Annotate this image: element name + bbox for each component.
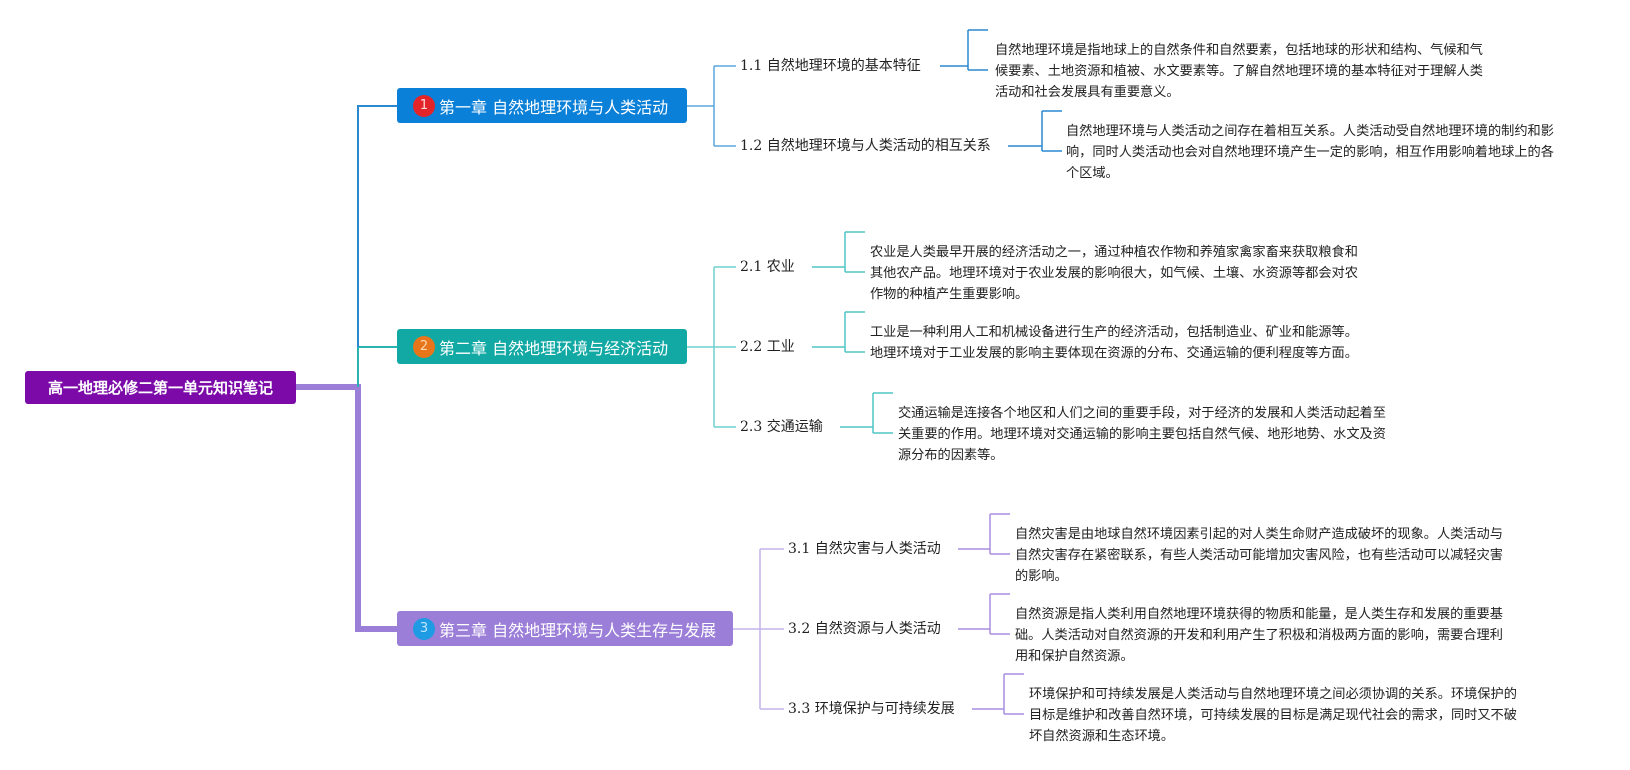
chapter-2-node[interactable]: 2 第二章 自然地理环境与经济活动 (397, 329, 687, 364)
chapter-3-title: 第三章 自然地理环境与人类生存与发展 (439, 620, 717, 640)
connector-root-ch3 (296, 384, 397, 632)
topic-1-1-description: 自然地理环境是指地球上的自然条件和自然要素，包括地球的形状和结构、气候和气候要素… (995, 43, 1483, 100)
chapter-1-title: 第一章 自然地理环境与人类活动 (439, 97, 669, 117)
connector-t33-desc (972, 673, 1024, 715)
connector-root-ch2 (357, 346, 397, 387)
topic-2-3[interactable]: 2.3 交通运输 (740, 419, 823, 435)
chapter-3-number-badge: 3 (413, 617, 435, 640)
connector-t23-desc (840, 392, 893, 434)
chapter-3-node[interactable]: 3 第三章 自然地理环境与人类生存与发展 (397, 611, 733, 646)
topic-2-1-description: 农业是人类最早开展的经济活动之一，通过种植农作物和养殖家禽家畜来获取粮食和其他农… (870, 245, 1358, 302)
connector-ch2-topics (687, 266, 736, 428)
connector-t12-desc (1008, 110, 1062, 152)
connector-t21-desc (812, 231, 865, 273)
topic-3-3[interactable]: 3.3 环境保护与可持续发展 (788, 701, 955, 717)
connector-ch3-topics (733, 548, 784, 710)
root-node[interactable]: 高一地理必修二第一单元知识笔记 (25, 371, 296, 404)
root-title: 高一地理必修二第一单元知识笔记 (47, 379, 273, 397)
topic-2-1[interactable]: 2.1 农业 (740, 259, 795, 275)
topic-1-2-description: 自然地理环境与人类活动之间存在着相互关系。人类活动受自然地理环境的制约和影响，同… (1066, 124, 1554, 181)
chapter-2-title: 第二章 自然地理环境与经济活动 (439, 338, 669, 358)
topic-3-2[interactable]: 3.2 自然资源与人类活动 (788, 621, 941, 637)
connector-t22-desc (812, 311, 865, 353)
topic-3-2-description: 自然资源是指人类利用自然地理环境获得的物质和能量，是人类生存和发展的重要基础。人… (1015, 607, 1503, 664)
topic-1-1[interactable]: 1.1 自然地理环境的基本特征 (740, 58, 921, 74)
topic-3-3-description: 环境保护和可持续发展是人类活动与自然地理环境之间必须协调的关系。环境保护的目标是… (1029, 687, 1517, 744)
chapter-1-number-badge: 1 (413, 94, 435, 117)
topic-2-2-description: 工业是一种利用人工和机械设备进行生产的经济活动，包括制造业、矿业和能源等。地理环… (870, 325, 1358, 361)
topic-3-1[interactable]: 3.1 自然灾害与人类活动 (788, 541, 941, 557)
topic-2-2[interactable]: 2.2 工业 (740, 339, 795, 355)
chapter-1-node[interactable]: 1 第一章 自然地理环境与人类活动 (397, 88, 687, 123)
topic-1-2[interactable]: 1.2 自然地理环境与人类活动的相互关系 (740, 138, 991, 154)
connector-t31-desc (958, 513, 1010, 555)
connector-ch1-topics (687, 65, 736, 147)
connector-t11-desc (940, 29, 988, 71)
connector-t32-desc (958, 593, 1010, 635)
connector-root-ch1 (357, 105, 397, 347)
topic-3-1-description: 自然灾害是由地球自然环境因素引起的对人类生命财产造成破坏的现象。人类活动与自然灾… (1015, 527, 1503, 584)
topic-2-3-description: 交通运输是连接各个地区和人们之间的重要手段，对于经济的发展和人类活动起着至关重要… (898, 406, 1386, 463)
chapter-2-number-badge: 2 (413, 335, 435, 358)
